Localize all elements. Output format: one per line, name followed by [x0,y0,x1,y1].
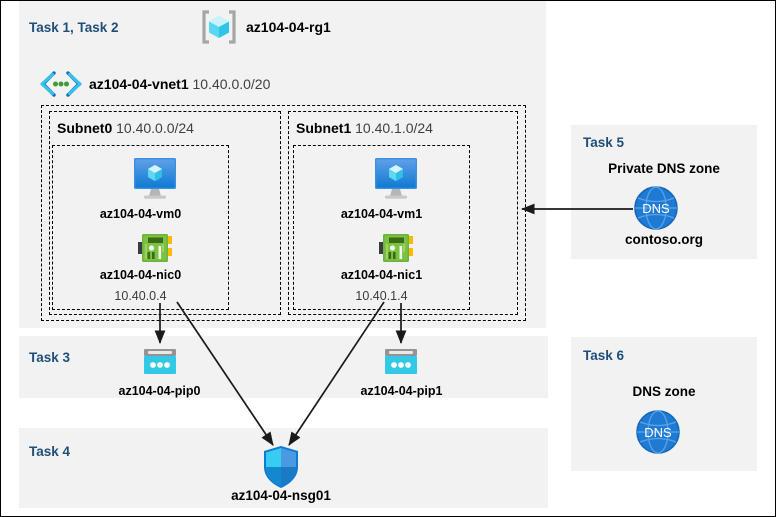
dns-zone-title: DNS zone [632,384,696,399]
private-dns-zone-name: contoso.org [625,232,703,247]
subnet1-boundary [288,111,518,315]
nic0-label: az104-04-nic0 [99,268,182,282]
network-security-group-icon [260,444,302,490]
task3-panel [19,336,548,398]
dns-zone-icon: DNS [635,409,681,455]
svg-text:DNS: DNS [642,201,670,216]
network-interface-icon [378,231,414,265]
resource-group-icon [200,9,238,45]
subnet0-boundary [49,111,281,315]
subnet1-title: Subnet1 10.40.1.0/24 [296,120,433,136]
nic1-ip: 10.40.1.4 [355,289,408,303]
virtual-network-cidr: 10.40.0.0/20 [192,76,271,92]
virtual-network-icon [39,71,83,97]
public-ip-address-icon [382,346,420,380]
pip0-label: az104-04-pip0 [118,384,201,398]
nic0-ip: 10.40.0.4 [114,289,167,303]
vm0-group-boundary [52,145,229,310]
private-dns-zone-title: Private DNS zone [608,161,720,176]
subnet0-title: Subnet0 10.40.0.0/24 [57,120,194,136]
task-label-3: Task 3 [29,350,71,365]
vm0-label: az104-04-vm0 [99,207,182,221]
public-ip-address-icon [141,346,179,380]
network-interface-icon [137,231,173,265]
nsg-label: az104-04-nsg01 [231,488,331,503]
pip1-label: az104-04-pip1 [360,384,443,398]
subnet0-name: Subnet0 [57,120,113,136]
virtual-network-name: az104-04-vnet1 [89,76,189,92]
task-label-6: Task 6 [583,348,625,363]
resource-group-header-panel [19,1,546,53]
virtual-machine-icon [372,156,420,200]
virtual-machine-icon [131,156,179,200]
subnet1-cidr: 10.40.1.0/24 [355,120,433,136]
svg-text:DNS: DNS [644,425,672,440]
virtual-network-title: az104-04-vnet1 10.40.0.0/20 [89,76,270,92]
task-label-4: Task 4 [29,444,71,459]
nic1-label: az104-04-nic1 [340,268,423,282]
task-label-1-2: Task 1, Task 2 [29,20,119,35]
subnet1-name: Subnet1 [296,120,352,136]
dns-zone-icon: DNS [633,185,679,231]
virtual-network-container [31,59,536,321]
subnet0-cidr: 10.40.0.0/24 [116,120,194,136]
vm1-label: az104-04-vm1 [340,207,423,221]
resource-group-name: az104-04-rg1 [246,19,331,35]
task-label-5: Task 5 [583,135,625,150]
